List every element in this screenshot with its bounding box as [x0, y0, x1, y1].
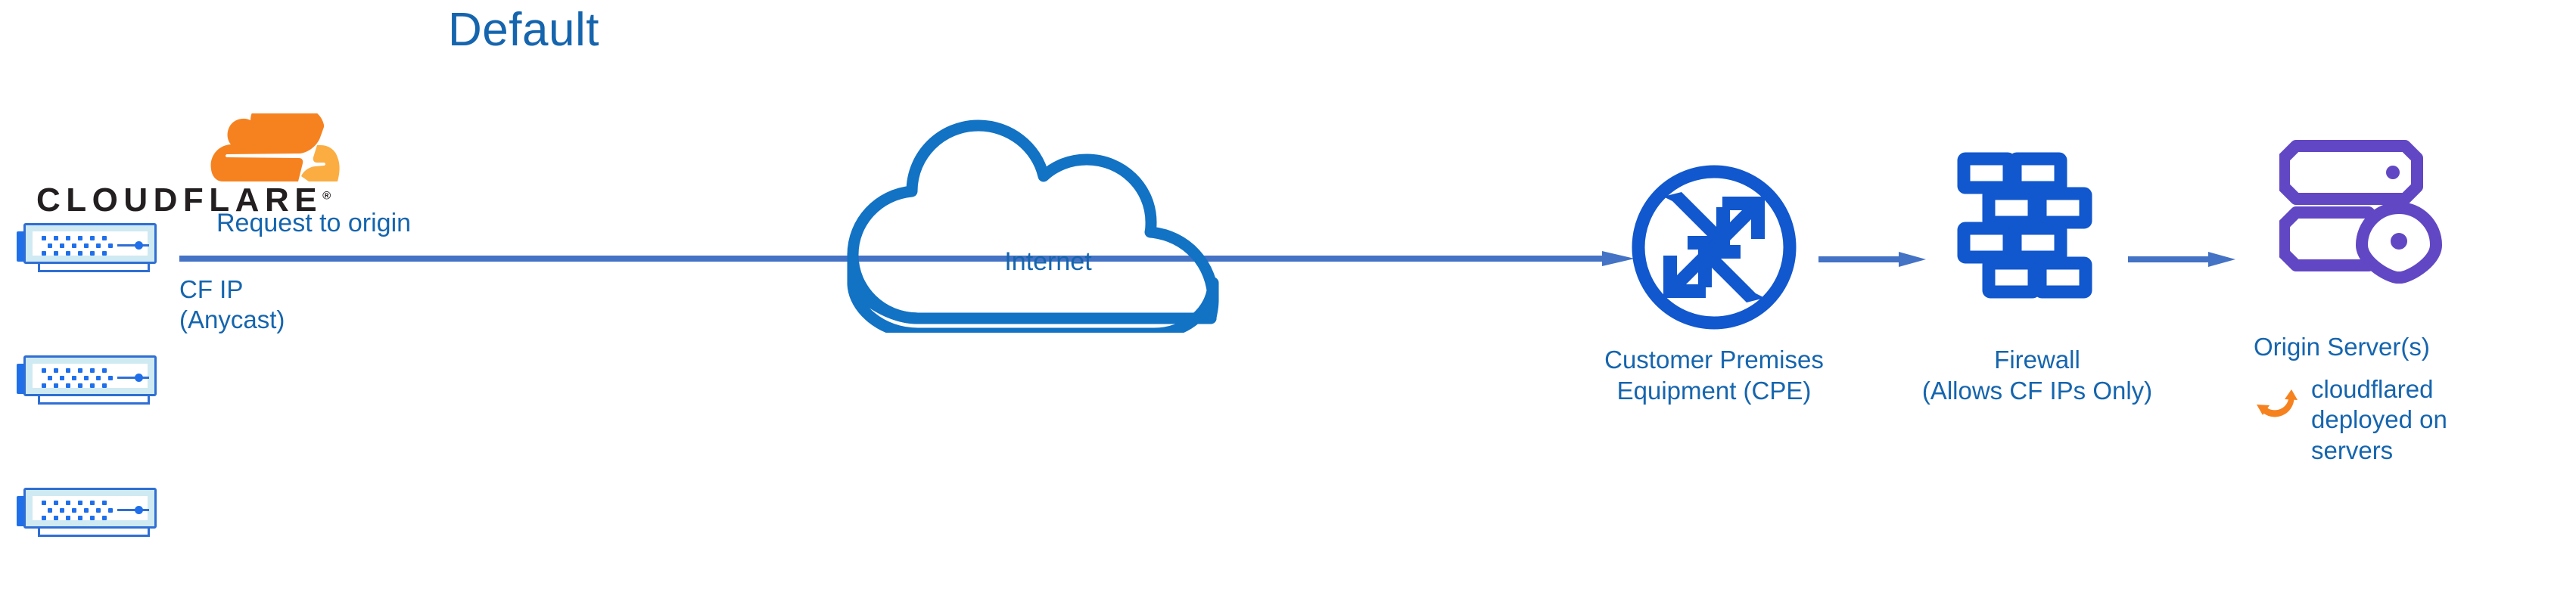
rack-server-vent-dots: [42, 368, 114, 388]
cloudflared-note-line2: deployed on: [2311, 405, 2447, 434]
cloudflare-wordmark: CLOUDFLARE®: [36, 181, 331, 219]
rack-server-status-bar: [117, 377, 149, 379]
rack-server-face: [33, 231, 149, 256]
cloudflared-note-line1: cloudflared: [2311, 375, 2434, 403]
cf-ip-anycast-label: CF IP (Anycast): [179, 274, 285, 336]
rack-server-status-bar: [117, 509, 149, 511]
cpe-label-line1: Customer Premises: [1604, 346, 1824, 374]
firewall-label-line2: (Allows CF IPs Only): [1921, 376, 2153, 405]
cloudflare-brand: CLOUDFLARE®: [21, 113, 347, 219]
rack-server-chassis: [23, 355, 157, 396]
cloudflared-note: cloudflared deployed on servers: [2254, 374, 2556, 480]
server-location-pin-icon: [2279, 140, 2442, 284]
cf-ip-line2: (Anycast): [179, 305, 285, 334]
internet-node: Internet: [836, 110, 1260, 340]
arrow-firewall-to-origin: [2128, 252, 2235, 267]
rack-server-1: [17, 223, 157, 272]
firewall-label-line1: Firewall: [1994, 346, 2080, 374]
rack-server-chassis: [23, 223, 157, 264]
rack-server-led: [135, 374, 143, 382]
page-title: Default: [448, 4, 599, 56]
rack-server-base: [38, 264, 150, 272]
rack-server-led: [135, 506, 143, 514]
cloudflared-note-line3: servers: [2311, 436, 2394, 464]
request-to-origin-label: Request to origin: [216, 209, 412, 237]
firewall-label: Firewall (Allows CF IPs Only): [1886, 345, 2189, 406]
rack-server-status-bar: [117, 244, 149, 247]
cloudflare-cloud-icon: [210, 113, 340, 181]
rack-server-vent-dots: [42, 236, 114, 256]
rack-server-vent-dots: [42, 501, 114, 520]
registered-mark: ®: [322, 189, 331, 203]
rack-server-chassis: [23, 488, 157, 529]
cloud-outline-icon: [847, 119, 1219, 340]
origin-server-label: Origin Server(s): [2254, 333, 2430, 361]
rack-server-face: [33, 364, 149, 388]
rack-server-3: [17, 488, 157, 537]
rack-server-base: [38, 396, 150, 405]
internet-label: Internet: [1004, 247, 1092, 276]
rack-server-2: [17, 355, 157, 405]
rack-server-led: [135, 241, 143, 250]
cloudflare-wordmark-text: CLOUDFLARE: [36, 181, 323, 219]
sync-arrows-icon: [2257, 389, 2298, 417]
cf-ip-line1: CF IP: [179, 275, 244, 303]
cpe-label-line2: Equipment (CPE): [1616, 376, 1812, 405]
rack-server-face: [33, 496, 149, 520]
router-icon: [1632, 165, 1797, 330]
cloudflared-note-text: cloudflared deployed on servers: [2311, 374, 2538, 466]
brick-wall-icon: [1957, 152, 2092, 299]
arrow-cpe-to-firewall: [1818, 252, 1926, 267]
arrow-edge-to-cpe: [179, 251, 1635, 266]
rack-server-base: [38, 529, 150, 537]
cpe-label: Customer Premises Equipment (CPE): [1544, 345, 1884, 406]
